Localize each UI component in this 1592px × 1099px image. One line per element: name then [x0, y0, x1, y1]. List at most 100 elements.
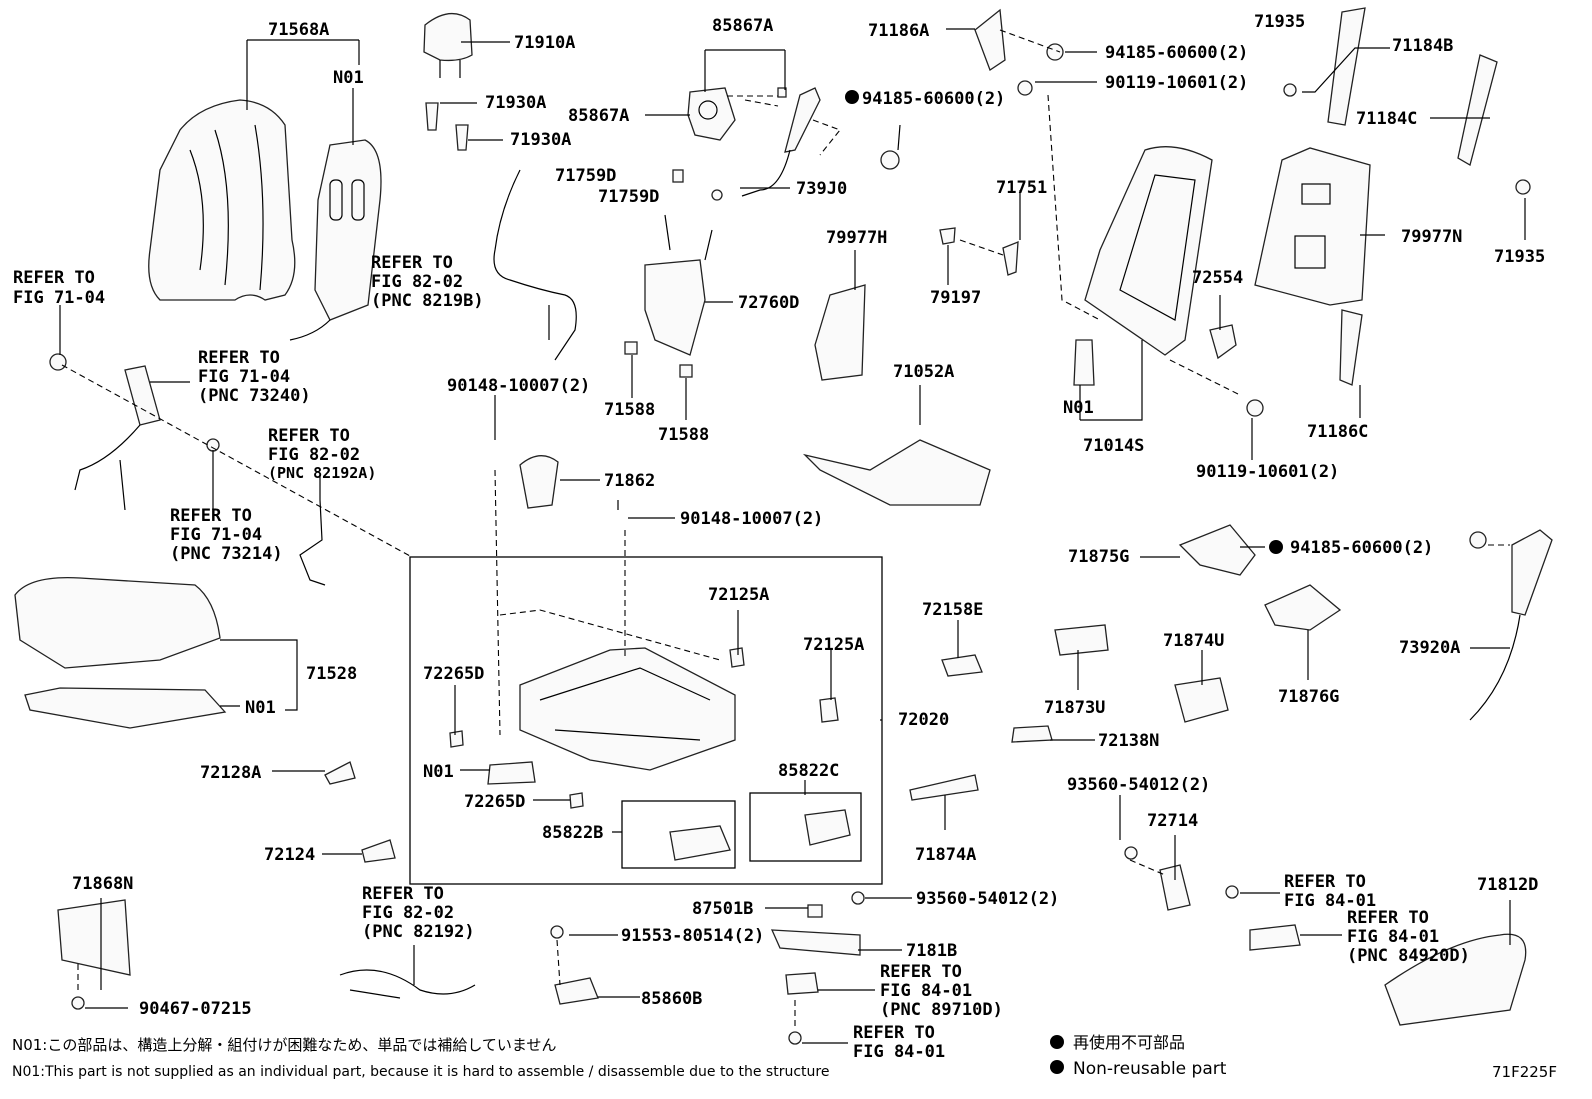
- svg-text:REFER TO: REFER TO: [268, 426, 350, 446]
- reference-fig-71-04-73214: REFER TO FIG 71-04 (PNC 73214): [170, 506, 283, 564]
- legend-marker-en: [1050, 1060, 1064, 1074]
- svg-text:REFER TO: REFER TO: [13, 268, 95, 288]
- seat-adjuster-illustration: [519, 647, 736, 771]
- svg-text:(PNC 84920D): (PNC 84920D): [1347, 946, 1470, 966]
- svg-text:(PNC 82192): (PNC 82192): [362, 922, 475, 942]
- svg-text:(PNC 73214): (PNC 73214): [170, 544, 283, 564]
- svg-text:FIG 71-04: FIG 71-04: [170, 525, 262, 545]
- part-label-71874U: 71874U: [1163, 631, 1224, 651]
- part-label-85867A-1: 85867A: [712, 16, 773, 36]
- headrest-illustration: [423, 13, 473, 62]
- part-label-71588-b: 71588: [658, 425, 709, 445]
- motor-kit-box-b: [621, 800, 736, 869]
- svg-text:FIG 71-04: FIG 71-04: [13, 288, 105, 308]
- part-label-72265D-2: 72265D: [464, 792, 525, 812]
- part-label-72020: 72020: [898, 710, 949, 730]
- part-label-72158E: 72158E: [922, 600, 983, 620]
- motor-kit-box-c: [749, 792, 862, 862]
- legend-non-reusable-japanese: 再使用不可部品: [1073, 1033, 1185, 1052]
- seat-adjuster-assembly-box: [409, 556, 883, 885]
- part-label-90119-10601-a: 90119-10601(2): [1105, 73, 1248, 93]
- part-label-79197: 79197: [930, 288, 981, 308]
- part-label-94185-60600-a: 94185-60600(2): [1105, 43, 1248, 63]
- part-labels: 71568A N01 71910A 71930A 71930A 85867A 8…: [72, 12, 1545, 1019]
- references: REFER TO FIG 71-04 REFER TO FIG 82-02 (P…: [13, 253, 1470, 1062]
- svg-text:REFER TO: REFER TO: [880, 962, 962, 982]
- svg-text:FIG 71-04: FIG 71-04: [198, 367, 290, 387]
- part-label-93560-54012-a: 93560-54012(2): [1067, 775, 1210, 795]
- part-illustrations: [14, 7, 1553, 1045]
- reference-fig-84-01-84920D: REFER TO FIG 84-01 (PNC 84920D): [1347, 908, 1470, 966]
- part-label-71935-b: 71935: [1494, 247, 1545, 267]
- svg-text:(PNC 82192A): (PNC 82192A): [268, 464, 376, 482]
- guide-illustration-2: [455, 124, 469, 151]
- part-label-73920A: 73920A: [1399, 638, 1460, 658]
- part-label-72125A-1: 72125A: [708, 585, 769, 605]
- part-label-n01-seatback: N01: [333, 68, 364, 88]
- part-label-n01-cushion: N01: [245, 698, 276, 718]
- side-panel-illustration: [644, 259, 706, 356]
- wire-harness-illustration: [493, 169, 577, 361]
- part-label-90467-07215: 90467-07215: [139, 999, 252, 1019]
- rail-illustration-1: [1327, 7, 1366, 126]
- part-label-n01-motor: N01: [423, 762, 454, 782]
- svg-text:FIG 84-01: FIG 84-01: [1284, 891, 1376, 911]
- reference-fig-84-01-b: REFER TO FIG 84-01: [853, 1023, 945, 1062]
- svg-text:FIG 82-02: FIG 82-02: [268, 445, 360, 465]
- guide-illustration-1: [425, 102, 439, 131]
- svg-text:FIG 84-01: FIG 84-01: [1347, 927, 1439, 947]
- part-label-72124: 72124: [264, 845, 315, 865]
- part-label-71184B: 71184B: [1392, 36, 1453, 56]
- part-label-71930A-2: 71930A: [510, 130, 571, 150]
- reference-fig-82-02-82192: REFER TO FIG 82-02 (PNC 82192): [362, 884, 475, 942]
- part-label-71873U: 71873U: [1044, 698, 1105, 718]
- svg-text:REFER TO: REFER TO: [362, 884, 444, 904]
- svg-text:FIG 84-01: FIG 84-01: [880, 981, 972, 1001]
- part-label-71759D-2: 71759D: [598, 187, 659, 207]
- non-reusable-marker-1: [845, 90, 859, 104]
- svg-text:(PNC 89710D): (PNC 89710D): [880, 1000, 1003, 1020]
- svg-text:FIG 84-01: FIG 84-01: [853, 1042, 945, 1062]
- part-label-94185-60600-c: 94185-60600(2): [1290, 538, 1433, 558]
- part-label-71014S: 71014S: [1083, 436, 1144, 456]
- svg-text:FIG 82-02: FIG 82-02: [371, 272, 463, 292]
- part-label-71935-a: 71935: [1254, 12, 1305, 32]
- part-label-79977N: 79977N: [1401, 227, 1462, 247]
- svg-text:(PNC 73240): (PNC 73240): [198, 386, 311, 406]
- part-label-71862: 71862: [604, 471, 655, 491]
- part-label-71910A: 71910A: [514, 33, 575, 53]
- reference-fig-71-04-a: REFER TO FIG 71-04: [13, 268, 105, 308]
- cushion-pad-illustration: [24, 687, 227, 729]
- svg-text:REFER TO: REFER TO: [198, 348, 280, 368]
- part-label-71751: 71751: [996, 178, 1047, 198]
- part-label-87501B: 87501B: [692, 899, 753, 919]
- reference-fig-84-01-89710D: REFER TO FIG 84-01 (PNC 89710D): [880, 962, 1003, 1020]
- figure-code: 71F225F: [1492, 1063, 1557, 1081]
- legend-non-reusable-english: Non-reusable part: [1073, 1059, 1227, 1079]
- part-label-79977H: 79977H: [826, 228, 887, 248]
- part-label-71186C: 71186C: [1307, 422, 1368, 442]
- part-label-72265D-1: 72265D: [423, 664, 484, 684]
- seat-cushion-illustration: [14, 576, 221, 669]
- part-label-71184C: 71184C: [1356, 109, 1417, 129]
- note-n01-japanese: N01:この部品は、構造上分解・組付けが困難なため、単品では補給していません: [12, 1036, 556, 1054]
- svg-text:REFER TO: REFER TO: [1284, 872, 1366, 892]
- part-label-7181B: 7181B: [906, 941, 957, 961]
- reference-fig-82-02-82192A: REFER TO FIG 82-02 (PNC 82192A): [268, 426, 376, 482]
- part-label-72138N: 72138N: [1098, 731, 1159, 751]
- part-label-71874A: 71874A: [915, 845, 976, 865]
- leader-lines: [59, 28, 1526, 1044]
- part-label-71875G: 71875G: [1068, 547, 1129, 567]
- part-label-71052A: 71052A: [893, 362, 954, 382]
- part-label-85867A-2: 85867A: [568, 106, 629, 126]
- part-label-71759D-1: 71759D: [555, 166, 616, 186]
- part-label-71588-a: 71588: [604, 400, 655, 420]
- seatback-frame-illustration: [1084, 146, 1213, 356]
- part-label-85860B: 85860B: [641, 989, 702, 1009]
- part-label-72554: 72554: [1192, 268, 1243, 288]
- svg-text:REFER TO: REFER TO: [853, 1023, 935, 1043]
- part-label-71568A: 71568A: [268, 20, 329, 40]
- part-label-72128A: 72128A: [200, 763, 261, 783]
- reference-fig-82-02-8219B: REFER TO FIG 82-02 (PNC 8219B): [371, 253, 484, 311]
